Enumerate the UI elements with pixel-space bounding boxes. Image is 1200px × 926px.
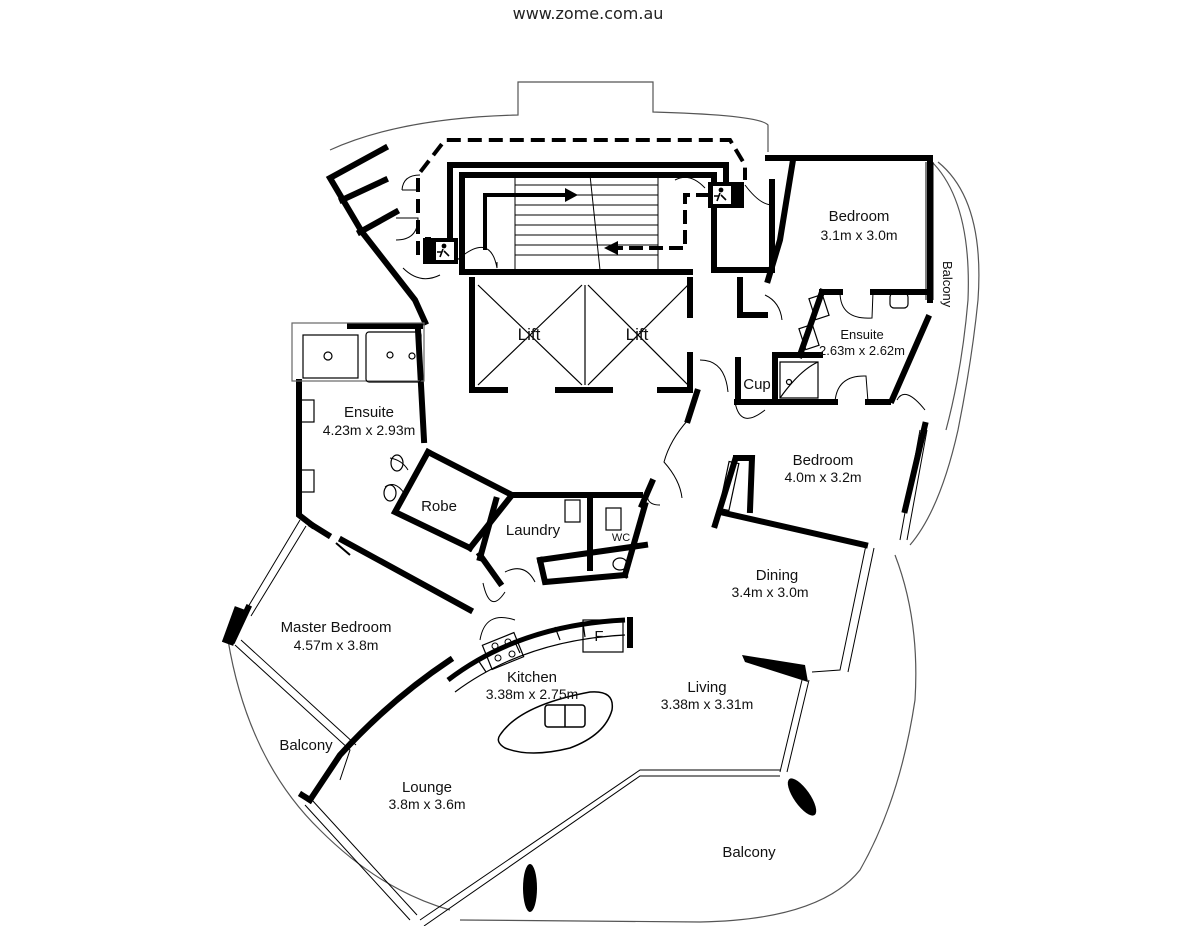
lift-1-name: Lift xyxy=(518,325,541,344)
website-url: www.zome.com.au xyxy=(513,4,664,23)
lift-2-name: Lift xyxy=(626,325,649,344)
staircase xyxy=(514,174,659,271)
balcony-w-name: Balcony xyxy=(279,737,333,754)
room-labels: Bedroom 3.1m x 3.0m Balcony Ensuite 2.63… xyxy=(279,208,955,861)
lounge-size: 3.8m x 3.6m xyxy=(388,796,465,812)
ensuite-e-size: 2.63m x 2.62m xyxy=(819,343,905,358)
fridge-label: F xyxy=(594,628,603,645)
fixtures xyxy=(291,292,909,571)
bedroom-ne-name: Bedroom xyxy=(829,208,890,225)
cupboard-name: Cup xyxy=(743,376,771,393)
windows xyxy=(234,162,934,926)
kitchen-island xyxy=(497,691,614,754)
lounge-name: Lounge xyxy=(402,779,452,796)
wc-name: WC xyxy=(612,532,630,544)
exit-route xyxy=(416,138,747,255)
doors xyxy=(341,174,926,641)
kitchen-name: Kitchen xyxy=(507,669,557,686)
dining-name: Dining xyxy=(756,567,799,584)
kitchen-size: 3.38m x 2.75m xyxy=(486,686,579,702)
balcony-e-name: Balcony xyxy=(940,261,955,308)
dining-size: 3.4m x 3.0m xyxy=(731,584,808,600)
balcony-s-name: Balcony xyxy=(722,844,776,861)
fridge-outline xyxy=(582,619,624,653)
robe-name: Robe xyxy=(421,498,457,515)
ensuite-e-name: Ensuite xyxy=(840,327,883,342)
ensuite-w-name: Ensuite xyxy=(344,404,394,421)
bedroom-e-size: 4.0m x 3.2m xyxy=(784,469,861,485)
living-name: Living xyxy=(687,679,726,696)
ensuite-w-size: 4.23m x 2.93m xyxy=(323,422,416,438)
columns xyxy=(221,606,817,912)
bedroom-e-name: Bedroom xyxy=(793,452,854,469)
master-bedroom-size: 4.57m x 3.8m xyxy=(294,637,379,653)
lift-shafts xyxy=(477,284,689,386)
exit-sign-icon xyxy=(423,238,458,264)
master-bedroom-name: Master Bedroom xyxy=(281,619,392,636)
living-size: 3.38m x 3.31m xyxy=(661,696,754,712)
bedroom-ne-size: 3.1m x 3.0m xyxy=(820,227,897,243)
exit-sign-icon xyxy=(708,182,744,208)
balcony-outlines xyxy=(227,81,980,923)
laundry-name: Laundry xyxy=(506,522,561,539)
